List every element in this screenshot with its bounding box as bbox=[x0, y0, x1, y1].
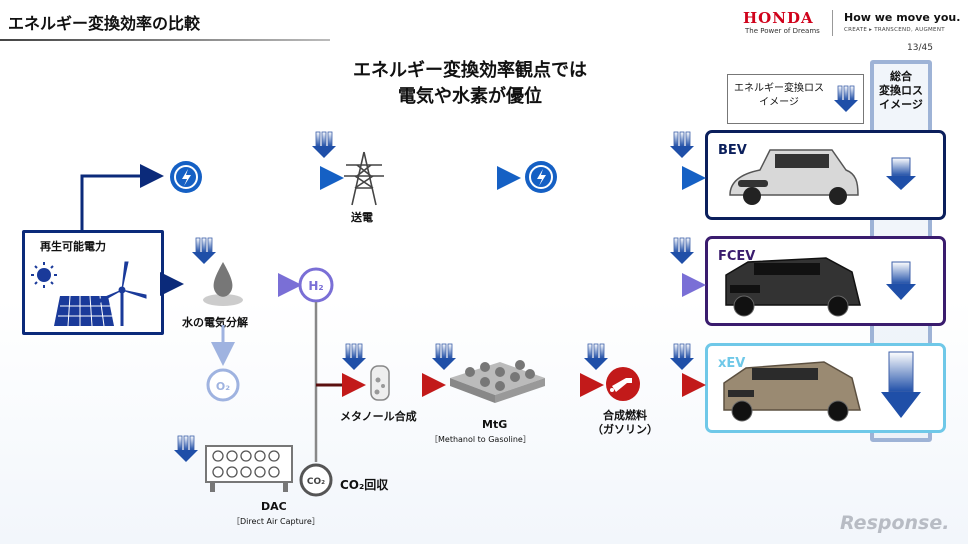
fcev-label: FCEV bbox=[718, 249, 756, 264]
source-to-electric-line bbox=[80, 164, 164, 231]
slide-title: エネルギー変換効率の比較 bbox=[8, 14, 201, 33]
co2-capture-label: CO₂回収 bbox=[340, 478, 389, 492]
co2-icon: CO₂ bbox=[299, 463, 333, 497]
brand-tagline: How we move you. bbox=[844, 11, 961, 24]
total-loss-arrow-bev bbox=[886, 157, 916, 190]
dac-unit-icon bbox=[205, 445, 293, 492]
bev-label: BEV bbox=[718, 143, 747, 158]
bev-car-image bbox=[729, 149, 859, 205]
brand-subline: The Power of Dreams bbox=[745, 27, 820, 35]
h2-icon: H₂ bbox=[298, 267, 334, 303]
loss-legend-label: エネルギー変換ロス イメージ bbox=[734, 83, 824, 108]
electric-icon-2 bbox=[525, 161, 557, 193]
sun-icon bbox=[31, 262, 57, 288]
dac-label: DAC bbox=[261, 500, 287, 513]
water-drop-icon bbox=[203, 262, 243, 306]
synfuel-label: 合成燃料 （ガソリン） bbox=[592, 409, 658, 436]
fuel-nozzle-icon bbox=[606, 367, 640, 401]
co2-icon-label: CO₂ bbox=[307, 477, 325, 487]
page-number: 13/45 bbox=[907, 43, 933, 53]
loss-arrow-synfuel bbox=[583, 343, 609, 371]
fcev-car-image bbox=[725, 257, 861, 317]
transmission-label: 送電 bbox=[351, 211, 373, 224]
loss-arrow-fcev bbox=[669, 237, 695, 265]
total-loss-arrow-fcev bbox=[886, 261, 916, 300]
methanol-label: メタノール合成 bbox=[340, 410, 417, 423]
headline: エネルギー変換効率観点では 電気や水素が優位 bbox=[300, 58, 640, 110]
mtg-reactor-icon bbox=[450, 360, 545, 403]
methanol-flask-icon bbox=[370, 365, 390, 401]
electrolysis-label: 水の電気分解 bbox=[182, 316, 248, 329]
solar-panel-icon bbox=[54, 295, 114, 327]
o2-icon: O₂ bbox=[206, 368, 240, 402]
total-loss-arrow-xev bbox=[881, 351, 921, 418]
mtg-label: MtG bbox=[482, 418, 508, 431]
loss-arrow-electrolysis bbox=[191, 237, 217, 265]
loss-arrow-transmission bbox=[311, 131, 337, 159]
total-loss-label: 総合 変換ロス イメージ bbox=[879, 70, 923, 111]
headline-line1: エネルギー変換効率観点では bbox=[353, 60, 587, 81]
brand-tagline-sub: CREATE ▸ TRANSCEND, AUGMENT bbox=[844, 27, 945, 33]
loss-arrow-methanol bbox=[341, 343, 367, 371]
xev-label: xEV bbox=[718, 356, 746, 371]
loss-arrow-legend bbox=[833, 85, 859, 113]
loss-arrow-dac bbox=[173, 435, 199, 463]
title-underline bbox=[0, 39, 330, 41]
mtg-sublabel: ［Methanol to Gasoline］ bbox=[430, 435, 531, 444]
h2-icon-label: H₂ bbox=[308, 279, 323, 293]
loss-arrow-xev bbox=[669, 343, 695, 371]
renewable-source-label: 再生可能電力 bbox=[40, 240, 106, 253]
o2-icon-label: O₂ bbox=[216, 380, 230, 393]
dac-sublabel: ［Direct Air Capture］ bbox=[232, 517, 320, 526]
xev-car-image bbox=[723, 361, 861, 422]
honda-logo: HONDA bbox=[743, 9, 814, 27]
transmission-tower-icon bbox=[344, 151, 384, 206]
headline-line2: 電気や水素が優位 bbox=[398, 86, 542, 107]
response-watermark: Response. bbox=[840, 512, 950, 534]
loss-arrow-bev bbox=[669, 131, 695, 159]
brand-divider bbox=[832, 10, 833, 36]
electric-icon-1 bbox=[170, 161, 202, 193]
wind-turbine-icon bbox=[97, 261, 147, 326]
loss-arrow-mtg bbox=[431, 343, 457, 371]
